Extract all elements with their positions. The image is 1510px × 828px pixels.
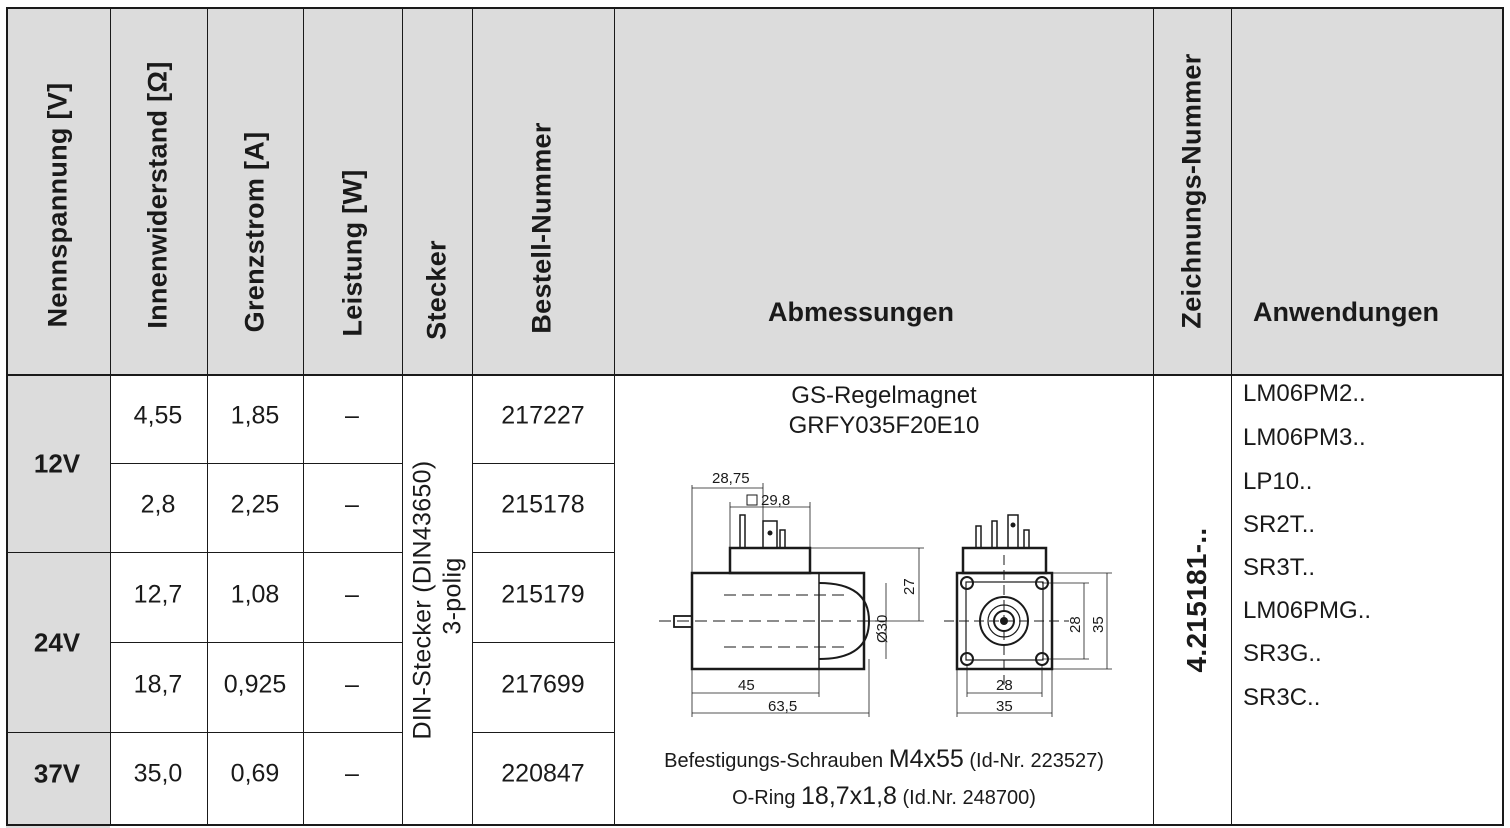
magnet-model: GRFY035F20E10 (788, 412, 980, 439)
col-divider-3 (303, 7, 304, 826)
col-divider-5 (472, 7, 473, 826)
application-item: SR2T.. (1243, 511, 1316, 538)
row2-bestell: 215178 (501, 490, 585, 519)
row3-innenwiderstand: 12,7 (133, 580, 183, 609)
dim-27: 27 (901, 578, 918, 595)
header-grenzstrom: Grenzstrom [A] (239, 131, 270, 333)
header-stecker: Stecker (421, 240, 452, 340)
magnet-type: GS-Regelmagnet (791, 382, 977, 409)
voltage-12v: 12V (33, 448, 81, 479)
dim-29-8: 29,8 (761, 492, 790, 509)
row-divider-1b (472, 463, 614, 464)
col-divider-1 (110, 7, 111, 826)
drawing-number: 4.215181-.. (1181, 527, 1212, 673)
application-item: LM06PM3.. (1243, 424, 1366, 451)
dim-28-vertical: 28 (1067, 616, 1084, 633)
header-anwendungen: Anwendungen (1253, 297, 1439, 327)
header-innenwiderstand: Innenwiderstand [Ω] (142, 61, 173, 329)
dimension-drawing: 28,75 29,8 27 Ø30 45 63,5 28 35 28 35 (659, 470, 1112, 717)
row-divider-3 (110, 642, 402, 643)
dim-diameter-30: Ø30 (874, 615, 891, 643)
stecker-type: DIN-Stecker (DIN43650) (408, 460, 437, 740)
row3-bestell: 215179 (501, 580, 585, 609)
row5-leistung: – (345, 759, 359, 788)
oring-caption: O-Ring 18,7x1,8 (Id.Nr. 248700) (732, 782, 1036, 810)
row1-grenzstrom: 1,85 (230, 401, 280, 430)
row-divider-4 (6, 732, 402, 733)
row-divider-1 (110, 463, 402, 464)
col-divider-8 (1231, 7, 1232, 826)
row5-innenwiderstand: 35,0 (133, 759, 183, 788)
col-divider-2 (207, 7, 208, 826)
row-divider-2b (472, 552, 614, 553)
application-item: SR3C.. (1243, 684, 1321, 711)
row4-leistung: – (345, 670, 359, 699)
row5-grenzstrom: 0,69 (230, 759, 280, 788)
header-abmessungen: Abmessungen (768, 297, 955, 327)
border-right (1502, 7, 1504, 826)
dim-28-horizontal: 28 (996, 677, 1013, 694)
row4-innenwiderstand: 18,7 (133, 670, 183, 699)
application-item: LP10.. (1243, 468, 1313, 495)
dim-63-5: 63,5 (768, 698, 797, 715)
row2-grenzstrom: 2,25 (230, 490, 280, 519)
header-background (6, 8, 1504, 375)
screws-caption: Befestigungs-Schrauben M4x55 (Id-Nr. 223… (664, 745, 1104, 773)
header-zeichnungs-nummer: Zeichnungs-Nummer (1176, 53, 1207, 329)
application-item: SR3G.. (1243, 640, 1322, 667)
header-nennspannung: Nennspannung [V] (42, 82, 73, 328)
stecker-poles: 3-polig (438, 557, 467, 635)
header-divider (6, 374, 1504, 376)
col-divider-4 (402, 7, 403, 826)
border-left (6, 7, 8, 826)
voltage-column-background (6, 375, 110, 828)
plug-housing (728, 546, 812, 575)
border-top (6, 7, 1504, 9)
application-item: SR3T.. (1243, 554, 1316, 581)
voltage-37v: 37V (33, 758, 81, 789)
row2-leistung: – (345, 490, 359, 519)
application-item: LM06PM2.. (1243, 380, 1366, 407)
row1-leistung: – (345, 401, 359, 430)
row4-grenzstrom: 0,925 (223, 670, 287, 699)
row3-grenzstrom: 1,08 (230, 580, 280, 609)
row3-leistung: – (345, 580, 359, 609)
dim-45: 45 (738, 677, 755, 694)
border-bottom (6, 824, 1504, 826)
row-divider-3b (472, 642, 614, 643)
row2-innenwiderstand: 2,8 (140, 490, 176, 519)
dim-35-horizontal: 35 (996, 698, 1013, 715)
col-divider-6 (614, 7, 615, 826)
row1-bestell: 217227 (501, 401, 585, 430)
row-divider-2 (6, 552, 402, 553)
row5-bestell: 220847 (501, 759, 585, 788)
header-bestell-nummer: Bestell-Nummer (526, 122, 557, 334)
application-item: LM06PMG.. (1243, 597, 1372, 624)
dim-28-75: 28,75 (712, 470, 750, 487)
col-divider-7 (1153, 7, 1154, 826)
voltage-24v: 24V (33, 627, 81, 658)
row1-innenwiderstand: 4,55 (133, 401, 183, 430)
row-divider-4b (472, 732, 614, 733)
header-leistung: Leistung [W] (337, 169, 368, 337)
dim-35-vertical: 35 (1090, 616, 1107, 633)
row4-bestell: 217699 (501, 670, 585, 699)
